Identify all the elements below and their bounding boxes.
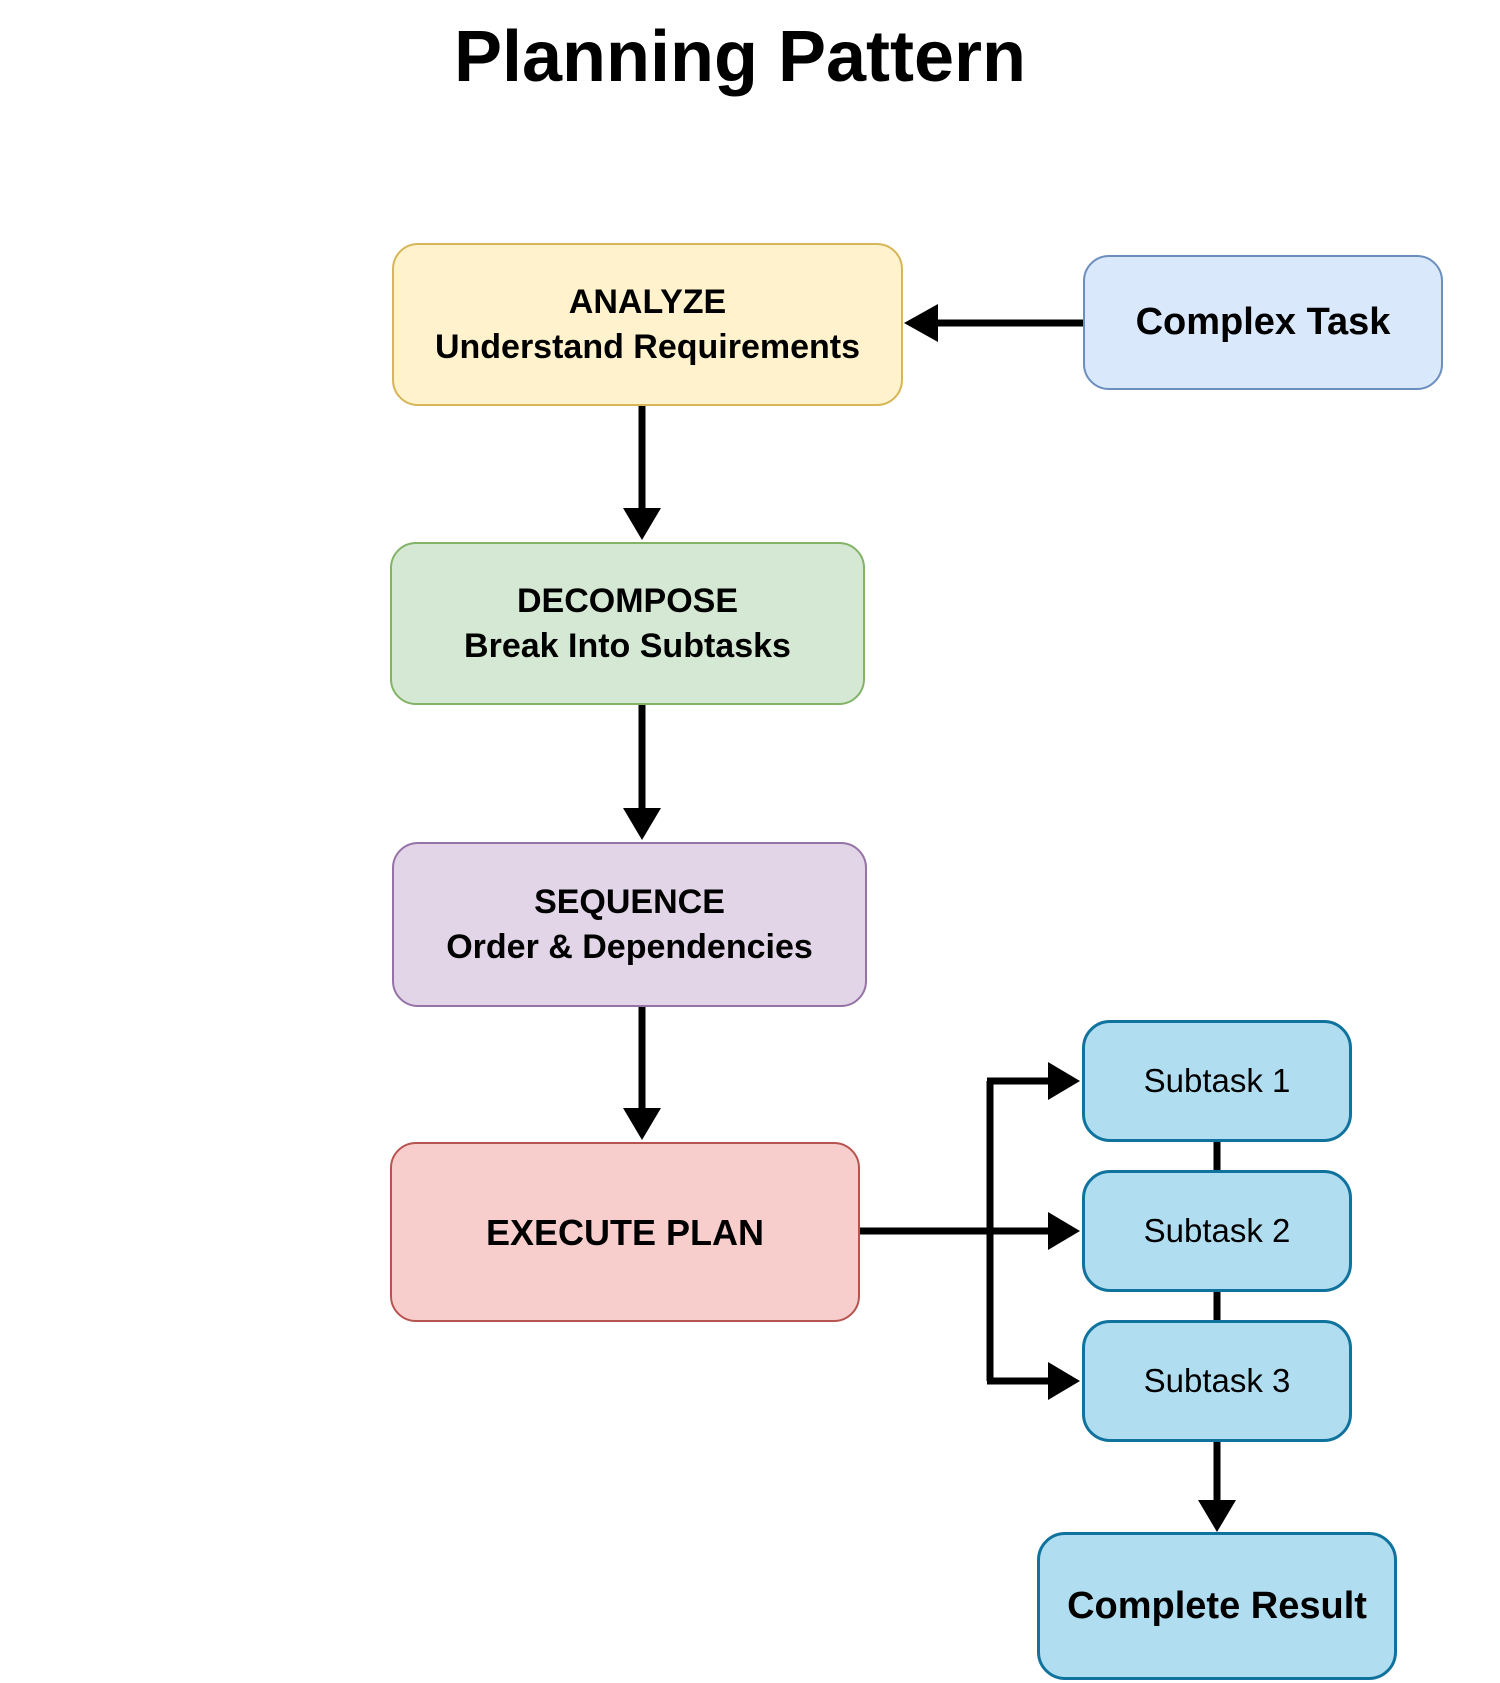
node-decompose: DECOMPOSE Break Into Subtasks	[390, 542, 865, 705]
node-complex-task: Complex Task	[1083, 255, 1443, 390]
node-sublabel: Understand Requirements	[434, 327, 861, 366]
node-sequence: SEQUENCE Order & Dependencies	[392, 842, 867, 1007]
connector-execute-plan-branch	[858, 1081, 994, 1381]
node-subtask-2: Subtask 2	[1082, 1170, 1352, 1292]
node-subtask-3: Subtask 3	[1082, 1320, 1352, 1442]
node-subtask-1: Subtask 1	[1082, 1020, 1352, 1142]
node-label: Complex Task	[1135, 301, 1391, 343]
node-analyze: ANALYZE Understand Requirements	[392, 243, 903, 406]
arrow-decompose-to-sequence	[623, 703, 661, 840]
arrow-analyze-to-decompose	[623, 404, 661, 540]
node-label: DECOMPOSE	[516, 581, 739, 620]
node-sublabel: Order & Dependencies	[446, 927, 813, 966]
node-label: Subtask 2	[1143, 1212, 1291, 1249]
node-sublabel: Break Into Subtasks	[464, 626, 791, 665]
arrow-complex-task-to-analyze	[904, 304, 1083, 342]
arrow-subtask-3-to-complete-result	[1198, 1440, 1236, 1532]
node-label: SEQUENCE	[534, 882, 725, 921]
arrow-branch-to-subtask-1	[987, 1062, 1080, 1100]
arrow-branch-to-subtask-2	[987, 1212, 1080, 1250]
diagram-title: Planning Pattern	[453, 17, 1027, 97]
node-label: EXECUTE PLAN	[485, 1211, 765, 1253]
node-label: Subtask 1	[1143, 1062, 1291, 1099]
node-label: Subtask 3	[1143, 1362, 1291, 1399]
node-label: ANALYZE	[568, 282, 727, 321]
node-complete-result: Complete Result	[1037, 1532, 1397, 1680]
node-execute-plan: EXECUTE PLAN	[390, 1142, 860, 1322]
arrow-sequence-to-execute-plan	[623, 1005, 661, 1140]
node-label: Complete Result	[1067, 1584, 1367, 1627]
arrow-branch-to-subtask-3	[987, 1362, 1080, 1400]
